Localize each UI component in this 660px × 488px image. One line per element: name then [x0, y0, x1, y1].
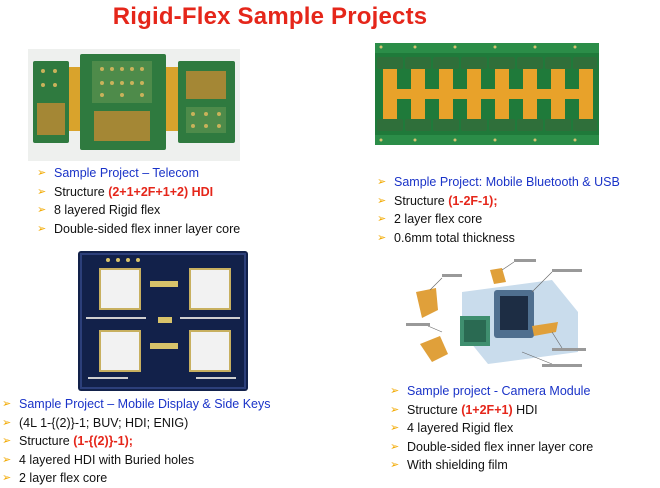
- list-item: ➢With shielding film: [390, 456, 593, 475]
- arrow-bullet-icon: ➢: [390, 385, 400, 397]
- arrow-bullet-icon: ➢: [377, 176, 387, 188]
- bluetooth-usb-panel-photo: [375, 43, 599, 145]
- list-item: ➢Double-sided flex inner layer core: [390, 438, 593, 457]
- list-item: ➢Structure (1-{(2)}-1);: [2, 432, 271, 451]
- list-item: ➢Sample Project: Mobile Bluetooth & USB: [377, 173, 620, 192]
- arrow-bullet-icon: ➢: [37, 204, 47, 216]
- list-item: ➢8 layered Rigid flex: [37, 201, 240, 220]
- arrow-bullet-icon: ➢: [2, 398, 12, 410]
- arrow-bullet-icon: ➢: [2, 472, 12, 484]
- arrow-bullet-icon: ➢: [2, 416, 12, 429]
- arrow-bullet-icon: ➢: [390, 403, 400, 416]
- arrow-bullet-icon: ➢: [390, 459, 400, 471]
- camera-module-diagram: [402, 252, 592, 380]
- arrow-bullet-icon: ➢: [377, 194, 387, 207]
- list-item: ➢Double-sided flex inner layer core: [37, 220, 240, 239]
- arrow-bullet-icon: ➢: [377, 231, 387, 244]
- arrow-bullet-icon: ➢: [377, 213, 387, 225]
- list-item: ➢2 layer flex core: [2, 469, 271, 488]
- list-item: ➢Structure (2+1+2F+1+2) HDI: [37, 183, 240, 202]
- list-item: ➢Sample Project – Telecom: [37, 164, 240, 183]
- telecom-bullet-list: ➢Sample Project – Telecom ➢Structure (2+…: [37, 164, 240, 238]
- list-item: ➢Structure (1+2F+1) HDI: [390, 401, 593, 420]
- arrow-bullet-icon: ➢: [2, 435, 12, 447]
- list-item: ➢Structure (1-2F-1);: [377, 192, 620, 211]
- arrow-bullet-icon: ➢: [2, 453, 12, 466]
- list-item: ➢Sample project - Camera Module: [390, 382, 593, 401]
- telecom-board-photo: [28, 49, 240, 161]
- list-item: ➢4 layered Rigid flex: [390, 419, 593, 438]
- mobile-display-board-photo: [78, 251, 248, 391]
- arrow-bullet-icon: ➢: [390, 422, 400, 434]
- camera-bullet-list: ➢Sample project - Camera Module ➢Structu…: [390, 382, 593, 475]
- list-item: ➢0.6mm total thickness: [377, 229, 620, 248]
- bluetooth-bullet-list: ➢Sample Project: Mobile Bluetooth & USB …: [377, 173, 620, 247]
- arrow-bullet-icon: ➢: [37, 185, 47, 198]
- arrow-bullet-icon: ➢: [37, 167, 47, 179]
- display-bullet-list: ➢Sample Project – Mobile Display & Side …: [2, 395, 271, 488]
- arrow-bullet-icon: ➢: [390, 440, 400, 453]
- arrow-bullet-icon: ➢: [37, 222, 47, 235]
- list-item: ➢Sample Project – Mobile Display & Side …: [2, 395, 271, 414]
- list-item: ➢2 layer flex core: [377, 210, 620, 229]
- list-item: ➢(4L 1-{(2)}-1; BUV; HDI; ENIG): [2, 414, 271, 433]
- list-item: ➢4 layered HDI with Buried holes: [2, 451, 271, 470]
- page-title: Rigid-Flex Sample Projects: [112, 3, 428, 30]
